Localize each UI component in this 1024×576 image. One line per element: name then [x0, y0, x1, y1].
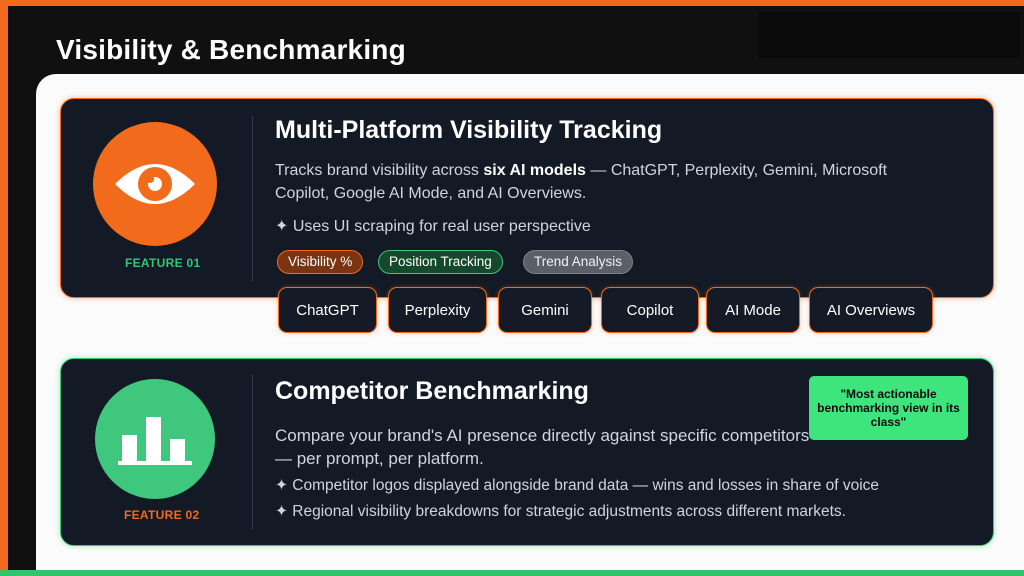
left-accent-bar: [0, 0, 8, 576]
card-divider: [252, 374, 253, 530]
header-dark-block: [758, 12, 1020, 58]
tag-visibility: Visibility %: [277, 250, 364, 274]
feature-bullet: ✦ Competitor logos displayed alongside b…: [275, 477, 880, 494]
slide-title: Visibility & Benchmarking: [56, 34, 406, 65]
top-accent-bar: [0, 0, 1024, 6]
platform-chip-copilot: Copilot: [601, 287, 699, 333]
quote-badge: "Most actionable benchmarking view in it…: [809, 376, 968, 440]
tag-position-tracking: Position Tracking: [378, 250, 503, 274]
feature-description: Compare your brand's AI presence directl…: [275, 426, 810, 468]
eye-icon: [93, 122, 217, 246]
platform-chip-chatgpt: ChatGPT: [278, 287, 377, 333]
platform-chip-gemini: Gemini: [498, 287, 592, 333]
tag-trend-analysis: Trend Analysis: [523, 250, 634, 274]
feature-number-label: FEATURE 01: [125, 256, 201, 270]
platform-chip-perplexity: Perplexity: [388, 287, 487, 333]
bar-chart-icon: [95, 379, 215, 499]
feature-bullet: ✦ Uses UI scraping for real user perspec…: [275, 218, 591, 235]
feature-bullet: ✦ Regional visibility breakdowns for str…: [275, 503, 846, 520]
feature-number-label: FEATURE 02: [124, 508, 200, 522]
feature-description: Tracks brand visibility across six AI mo…: [275, 162, 888, 202]
platform-chip-ai-mode: AI Mode: [706, 287, 800, 333]
bottom-accent-bar: [0, 570, 1024, 576]
feature-title: Competitor Benchmarking: [275, 377, 589, 405]
card-divider: [252, 116, 253, 282]
platform-chip-ai-overviews: AI Overviews: [809, 287, 933, 333]
feature-title: Multi-Platform Visibility Tracking: [275, 116, 663, 144]
